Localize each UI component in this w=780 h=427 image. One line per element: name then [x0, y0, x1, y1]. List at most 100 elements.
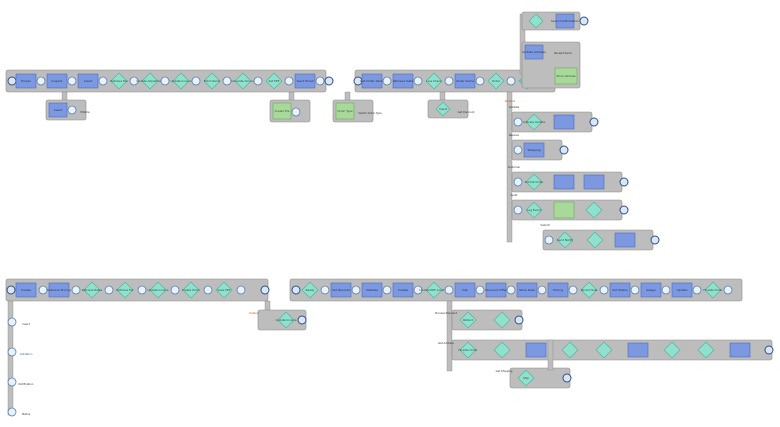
- connector-node[interactable]: [630, 285, 640, 295]
- decision-node[interactable]: Refund: [459, 311, 477, 329]
- connector-node[interactable]: [544, 235, 554, 245]
- connector-node[interactable]: [413, 285, 423, 295]
- connector-node[interactable]: [253, 76, 263, 86]
- decision-node[interactable]: Ready: [301, 281, 319, 299]
- task-node[interactable]: [614, 232, 636, 248]
- decision-node[interactable]: Retrieve Rates: [82, 281, 103, 299]
- connector-node[interactable]: [723, 285, 733, 295]
- task-box[interactable]: [671, 282, 693, 298]
- task-box[interactable]: [48, 102, 68, 118]
- decision-node[interactable]: [586, 231, 604, 249]
- terminal-node[interactable]: [291, 285, 301, 295]
- task-box[interactable]: [15, 282, 37, 298]
- decision-node[interactable]: [528, 13, 544, 29]
- decision-diamond[interactable]: [525, 201, 543, 219]
- decision-diamond[interactable]: [697, 341, 715, 359]
- decision-diamond[interactable]: [493, 341, 511, 359]
- task-box[interactable]: [48, 282, 70, 298]
- task-box[interactable]: [609, 282, 631, 298]
- connector-node[interactable]: [351, 285, 361, 295]
- task-node[interactable]: Create: [15, 282, 37, 298]
- decision-node[interactable]: [585, 201, 603, 219]
- task-node[interactable]: Insert: [48, 102, 68, 118]
- task-box[interactable]: [614, 232, 636, 248]
- gateway-box[interactable]: [335, 102, 355, 120]
- decision-diamond[interactable]: [585, 201, 603, 219]
- task-node[interactable]: Set Status: [609, 282, 631, 298]
- decision-node[interactable]: [697, 341, 715, 359]
- decision-diamond[interactable]: [425, 72, 443, 90]
- decision-node[interactable]: Ship: [517, 369, 535, 387]
- decision-node[interactable]: Finalize Order: [458, 341, 478, 359]
- decision-diamond[interactable]: [234, 72, 252, 90]
- connector-node[interactable]: [382, 285, 392, 295]
- terminal-node[interactable]: [764, 345, 774, 355]
- task-node[interactable]: Assign: [640, 282, 662, 298]
- decision-diamond[interactable]: [265, 72, 283, 90]
- connector-node[interactable]: [291, 107, 301, 117]
- connector-node[interactable]: [67, 76, 77, 86]
- task-box[interactable]: [361, 73, 383, 89]
- gateway-box[interactable]: [553, 201, 575, 219]
- task-box[interactable]: [485, 282, 507, 298]
- decision-diamond[interactable]: [301, 281, 319, 299]
- decision-node[interactable]: Retrieve Tax: [116, 281, 134, 299]
- decision-node[interactable]: Address Update: [523, 113, 545, 131]
- decision-node[interactable]: Update Adjustment: [136, 72, 164, 90]
- connector-node[interactable]: [506, 285, 516, 295]
- task-box[interactable]: [555, 13, 575, 29]
- decision-diamond[interactable]: [525, 173, 543, 191]
- task-node[interactable]: Update: [671, 282, 693, 298]
- task-node[interactable]: Pricing: [547, 282, 569, 298]
- decision-diamond[interactable]: [487, 72, 505, 90]
- decision-node[interactable]: Record Sale: [580, 281, 598, 299]
- decision-diamond[interactable]: [203, 72, 221, 90]
- task-node[interactable]: Discount Offer: [485, 282, 508, 298]
- decision-diamond[interactable]: [528, 13, 544, 29]
- connector-node[interactable]: [315, 76, 325, 86]
- terminal-node[interactable]: [260, 285, 270, 295]
- connector-node[interactable]: [236, 285, 246, 295]
- connector-node[interactable]: [222, 76, 232, 86]
- task-box[interactable]: [524, 44, 544, 60]
- task-node[interactable]: Send Confirmation: [551, 13, 579, 29]
- task-box[interactable]: [15, 73, 37, 89]
- connector-node[interactable]: [513, 145, 523, 155]
- decision-diamond[interactable]: [425, 281, 443, 299]
- task-node[interactable]: Shipping: [523, 142, 545, 158]
- task-node[interactable]: Set Records: [330, 282, 352, 298]
- task-node[interactable]: Inspect: [46, 73, 68, 89]
- task-box[interactable]: [46, 73, 68, 89]
- connector-node[interactable]: [7, 317, 17, 327]
- terminal-node[interactable]: [589, 117, 599, 127]
- connector-node[interactable]: [38, 285, 48, 295]
- connector-node[interactable]: [444, 285, 454, 295]
- connector-node[interactable]: [160, 76, 170, 86]
- decision-node[interactable]: Insert: [435, 101, 451, 117]
- decision-node[interactable]: Line Check: [425, 72, 443, 90]
- connector-node[interactable]: [191, 76, 201, 86]
- connector-node[interactable]: [36, 76, 46, 86]
- terminal-node[interactable]: [514, 315, 524, 325]
- task-node[interactable]: [583, 174, 605, 190]
- task-box[interactable]: [729, 342, 751, 358]
- connector-node[interactable]: [7, 347, 17, 357]
- connector-node[interactable]: [599, 285, 609, 295]
- task-box[interactable]: [294, 73, 316, 89]
- decision-diamond[interactable]: [525, 113, 543, 131]
- terminal-node[interactable]: [324, 76, 334, 86]
- connector-node[interactable]: [444, 76, 454, 86]
- decision-diamond[interactable]: [459, 311, 477, 329]
- decision-diamond[interactable]: [182, 281, 200, 299]
- decision-node[interactable]: Finalize Order: [703, 281, 723, 299]
- connector-node[interactable]: [320, 285, 330, 295]
- decision-node[interactable]: Save PDF: [215, 281, 233, 299]
- task-node[interactable]: Proper: [15, 73, 37, 89]
- decision-diamond[interactable]: [556, 231, 574, 249]
- task-node[interactable]: [627, 342, 649, 358]
- decision-diamond[interactable]: [459, 341, 477, 359]
- gateway-node[interactable]: Store Address: [554, 67, 578, 85]
- connector-node[interactable]: [7, 377, 17, 387]
- decision-node[interactable]: Update Invoice: [275, 311, 297, 329]
- terminal-node[interactable]: [7, 76, 17, 86]
